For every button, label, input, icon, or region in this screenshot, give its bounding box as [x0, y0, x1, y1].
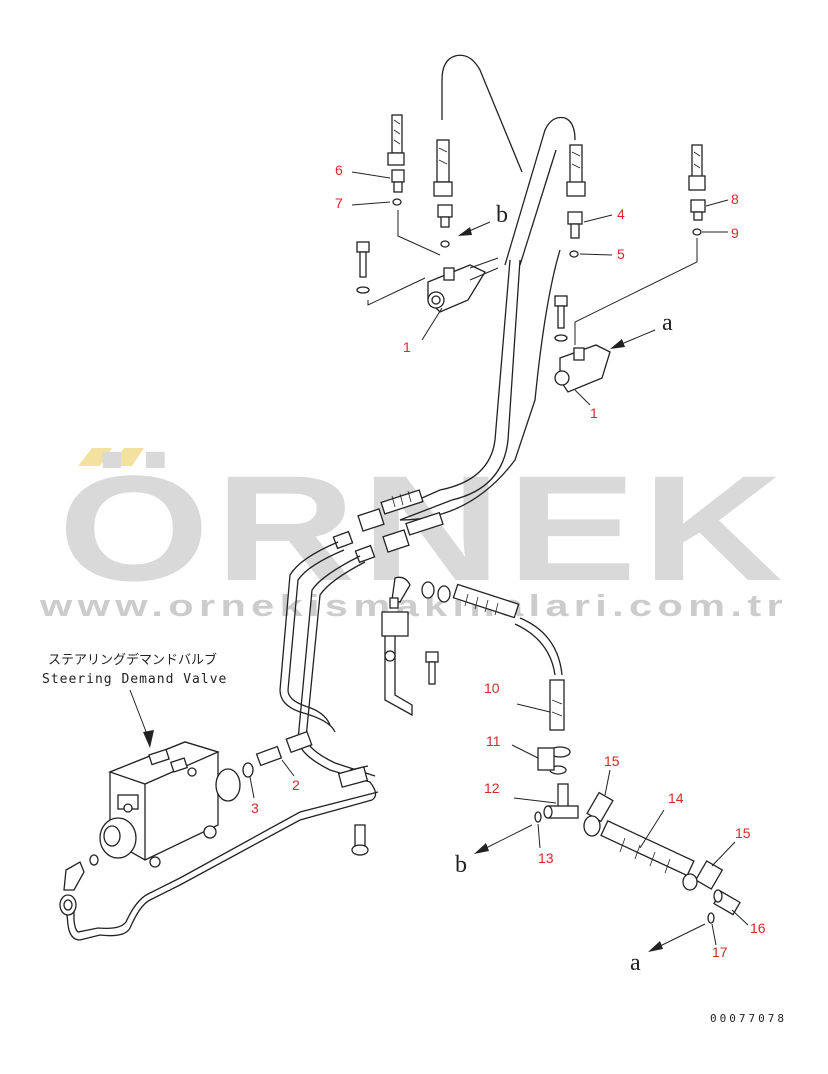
part-11-clamp	[537, 746, 571, 775]
letter-a-upper-arrow	[610, 329, 656, 349]
part-number-16: 16	[750, 920, 766, 936]
part-number-11: 11	[486, 733, 501, 749]
part-number-15-lower: 15	[735, 825, 751, 841]
part-number-leaders	[249, 171, 749, 946]
part-number-6: 6	[335, 162, 343, 178]
letter-b-lower: b	[455, 852, 467, 878]
upper-right-assembly	[554, 144, 706, 393]
lower-hose	[452, 583, 563, 676]
letter-b-lower-arrow	[474, 824, 533, 854]
hose-end-fittings	[332, 489, 444, 564]
letter-a-lower-arrow	[648, 923, 706, 952]
watermark-umlaut-right	[110, 448, 144, 466]
valve-label-japanese: ステアリングデマンドバルブ	[48, 652, 217, 668]
valve-label-english: Steering Demand Valve	[42, 672, 227, 687]
part-15-clamp-lower	[682, 860, 724, 891]
part-number-14: 14	[668, 790, 684, 806]
part-number-10: 10	[484, 680, 500, 696]
part-number-2: 2	[292, 777, 300, 793]
part-number-4: 4	[617, 206, 625, 222]
part-12-tee	[543, 783, 579, 819]
part-number-15-upper: 15	[604, 753, 620, 769]
part-number-8: 8	[731, 191, 739, 207]
letter-a-lower: a	[630, 950, 641, 976]
part-number-17: 17	[712, 944, 728, 960]
part-number-1-right: 1	[590, 405, 598, 421]
watermark-url: www.ornekismakinalari.com.tr	[39, 588, 788, 623]
part-number-7: 7	[335, 195, 343, 211]
upper-hose-loop	[394, 54, 576, 521]
part-17-oring	[707, 912, 715, 924]
part-16-fitting	[713, 889, 741, 916]
part-number-13: 13	[538, 850, 554, 866]
drawing-number: 00077078	[710, 1012, 787, 1025]
valve-left-elbow	[59, 854, 99, 916]
letter-b-upper-arrow	[458, 221, 491, 236]
center-bracket	[381, 576, 451, 717]
letter-b-upper: b	[496, 202, 508, 228]
valve-label-arrow	[129, 689, 154, 748]
letter-a-upper: a	[662, 310, 673, 336]
valve-fittings-2-3	[242, 730, 313, 778]
part-number-12: 12	[484, 780, 500, 796]
part-number-1-left: 1	[403, 339, 411, 355]
part-10-tube	[549, 679, 565, 731]
tube-clamp	[337, 765, 369, 856]
part-15-clamp-upper	[583, 791, 614, 837]
part-14-hose	[600, 820, 695, 877]
part-number-9: 9	[731, 225, 739, 241]
steering-demand-valve	[99, 741, 241, 868]
upper-left-assembly	[356, 114, 499, 313]
part-13-oring	[534, 811, 542, 823]
watermark-umlaut-left	[78, 448, 112, 466]
part-number-5: 5	[617, 246, 625, 262]
part-number-3: 3	[251, 800, 259, 816]
